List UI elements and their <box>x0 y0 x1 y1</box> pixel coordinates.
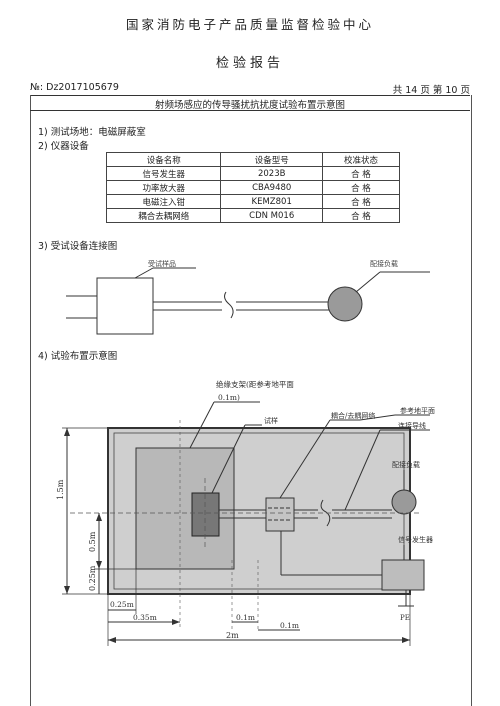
table-cell: 耦合去耦网络 <box>105 208 222 223</box>
dim-label-0-1m-a: 0.1m <box>236 613 255 622</box>
arrow-icon <box>64 586 70 594</box>
table-header-row: 设备名称 设备型号 校准状态 <box>105 152 401 167</box>
cdn-box <box>265 497 295 532</box>
pe-label: PE <box>400 614 410 622</box>
ground-plane-label: 参考地平面 <box>400 406 435 415</box>
table-row: 耦合去耦网络 CDN M016 合 格 <box>105 208 401 223</box>
break-symbol <box>320 499 331 527</box>
dim-label-1-5m: 1.5m <box>56 479 65 500</box>
arrow-icon <box>96 513 102 521</box>
eut-label: 受试样品 <box>148 259 176 268</box>
dim-label-0-35m: 0.35m <box>133 613 157 622</box>
report-title: 检验报告 <box>215 56 284 71</box>
section-layout-diagram: 4) 试验布置示意图 <box>38 351 118 362</box>
report-number-value: Dz2017105679 <box>46 82 119 93</box>
section-test-site: 1) 测试场地：电磁屏蔽室 <box>38 127 146 138</box>
arrow-icon <box>402 637 410 643</box>
load-label: 配接负载 <box>392 460 420 469</box>
leader-line <box>211 424 246 494</box>
leader-line <box>344 429 381 511</box>
table-cell: 合 格 <box>321 208 401 223</box>
header-divider <box>30 95 470 96</box>
dim-label-0-1m-b: 0.1m <box>280 621 299 630</box>
dim-label-0-5m: 0.5m <box>88 531 97 552</box>
dim-label-0-25m-h: 0.25m <box>110 600 134 609</box>
table-row: 功率放大器 CBA9480 合 格 <box>105 180 401 195</box>
leader-line <box>279 419 331 499</box>
subtitle-divider <box>30 110 470 111</box>
report-number: №: Dz2017105679 <box>30 82 119 93</box>
arrow-icon <box>96 561 102 569</box>
leader-line <box>134 267 154 279</box>
support-label: 0.1m) <box>218 393 240 402</box>
table-cell: CDN M016 <box>220 208 323 223</box>
page-info: 共 14 页 第 10 页 <box>392 85 470 96</box>
sample-box <box>191 492 220 537</box>
leader-line <box>355 271 381 293</box>
dim-label-2m: 2m <box>226 631 239 640</box>
lead-label: 连接导线 <box>398 421 426 430</box>
page-frame <box>30 95 472 706</box>
section-connection-diagram: 3) 受试设备连接图 <box>38 241 118 252</box>
load-circle <box>391 489 417 515</box>
organization-title: 国家消防电子产品质量监督检验中心 <box>125 17 374 32</box>
leader-line <box>189 401 215 449</box>
arrow-icon <box>64 428 70 436</box>
eut-box <box>96 277 154 335</box>
section-title: 射频场感应的传导骚扰抗扰度试验布置示意图 <box>154 100 345 111</box>
generator-label: 信号发生器 <box>398 535 433 544</box>
signal-generator-box <box>381 559 425 591</box>
support-label: 绝缘支架(距参考地平面 <box>216 379 294 389</box>
load-label: 配接负载 <box>370 259 398 268</box>
dim-label-0-25m-v: 0.25m <box>88 565 97 591</box>
cdn-label: 耦合/去耦网络 <box>331 411 375 420</box>
sample-label: 试样 <box>264 416 278 425</box>
equipment-table: 设备名称 设备型号 校准状态 信号发生器 2023B 合 格 功率放大器 CBA… <box>105 152 401 223</box>
section-equipment: 2) 仪器设备 <box>38 141 89 152</box>
load-circle <box>327 286 363 322</box>
arrow-icon <box>172 619 180 625</box>
report-number-label: №: <box>30 82 44 93</box>
break-symbol <box>224 291 234 319</box>
leader-line <box>359 414 396 421</box>
arrow-icon <box>108 637 116 643</box>
